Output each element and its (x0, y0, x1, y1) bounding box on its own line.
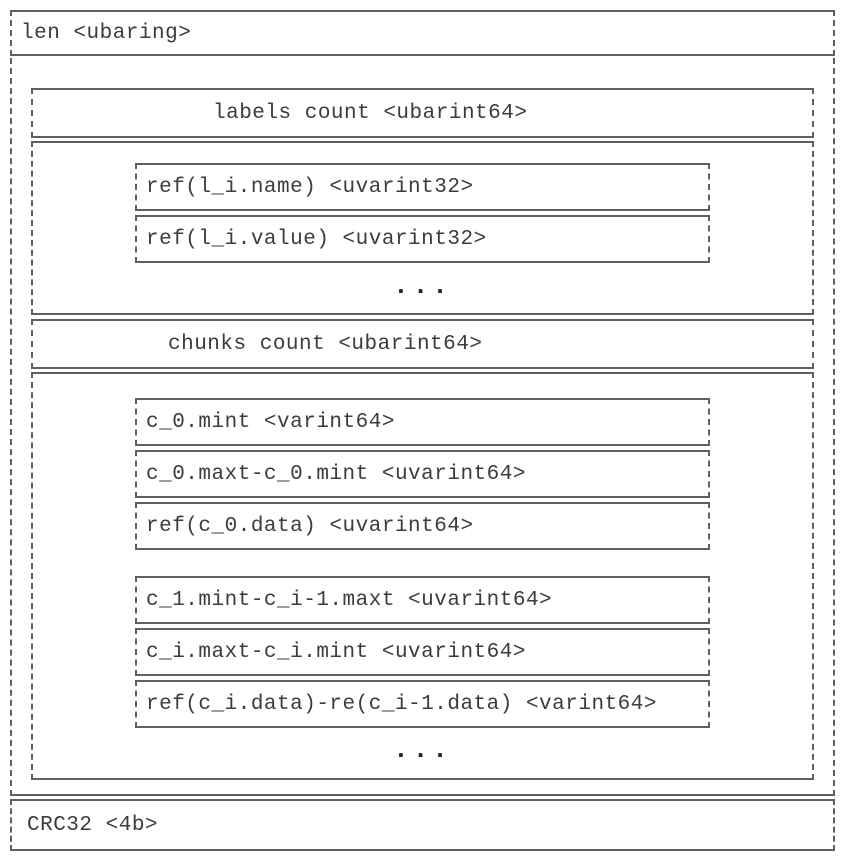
chunki-mint-delta-label: c_1.mint-c_i-1.maxt <uvarint64> (146, 588, 553, 612)
chunk0-maxt-delta-box: c_0.maxt-c_0.mint <uvarint64> (135, 450, 710, 498)
labels-repeat-ellipsis: ... (393, 271, 452, 301)
chunks-count-box: chunks count <ubarint64> (31, 319, 814, 369)
chunki-maxt-delta-label: c_i.maxt-c_i.mint <uvarint64> (146, 640, 526, 664)
chunk0-mint-box: c_0.mint <varint64> (135, 398, 710, 446)
first-chunk-group: c_0.mint <varint64> c_0.maxt-c_0.mint <u… (135, 398, 710, 550)
label-name-ref-label: ref(l_i.name) <uvarint32> (146, 175, 474, 199)
label-value-ref-label: ref(l_i.value) <uvarint32> (146, 227, 487, 251)
crc32-box: CRC32 <4b> (10, 799, 835, 851)
label-name-ref-box: ref(l_i.name) <uvarint32> (135, 163, 710, 211)
label-value-ref-box: ref(l_i.value) <uvarint32> (135, 215, 710, 263)
len-field-label: len <ubaring> (21, 21, 192, 45)
subsequent-chunk-group: c_1.mint-c_i-1.maxt <uvarint64> c_i.maxt… (135, 576, 710, 728)
labels-count-label: labels count <ubarint64> (213, 101, 528, 125)
chunks-repeat-ellipsis: ... (393, 735, 452, 765)
chunki-data-ref-delta-box: ref(c_i.data)-re(c_i-1.data) <varint64> (135, 680, 710, 728)
chunki-mint-delta-box: c_1.mint-c_i-1.maxt <uvarint64> (135, 576, 710, 624)
label-ref-pair-group: ref(l_i.name) <uvarint32> ref(l_i.value)… (135, 163, 710, 263)
labels-section: ref(l_i.name) <uvarint32> ref(l_i.value)… (31, 141, 814, 315)
chunki-data-ref-delta-label: ref(c_i.data)-re(c_i-1.data) <varint64> (146, 692, 657, 716)
chunks-count-label: chunks count <ubarint64> (168, 332, 483, 356)
chunk0-maxt-delta-label: c_0.maxt-c_0.mint <uvarint64> (146, 462, 526, 486)
chunki-maxt-delta-box: c_i.maxt-c_i.mint <uvarint64> (135, 628, 710, 676)
chunk0-data-ref-label: ref(c_0.data) <uvarint64> (146, 514, 474, 538)
labels-count-box: labels count <ubarint64> (31, 88, 814, 138)
chunk0-data-ref-box: ref(c_0.data) <uvarint64> (135, 502, 710, 550)
len-field-box: len <ubaring> (10, 10, 835, 56)
series-body-container: labels count <ubarint64> ref(l_i.name) <… (10, 58, 835, 796)
chunks-section: c_0.mint <varint64> c_0.maxt-c_0.mint <u… (31, 372, 814, 780)
crc32-label: CRC32 <4b> (27, 813, 159, 837)
chunk0-mint-label: c_0.mint <varint64> (146, 410, 395, 434)
